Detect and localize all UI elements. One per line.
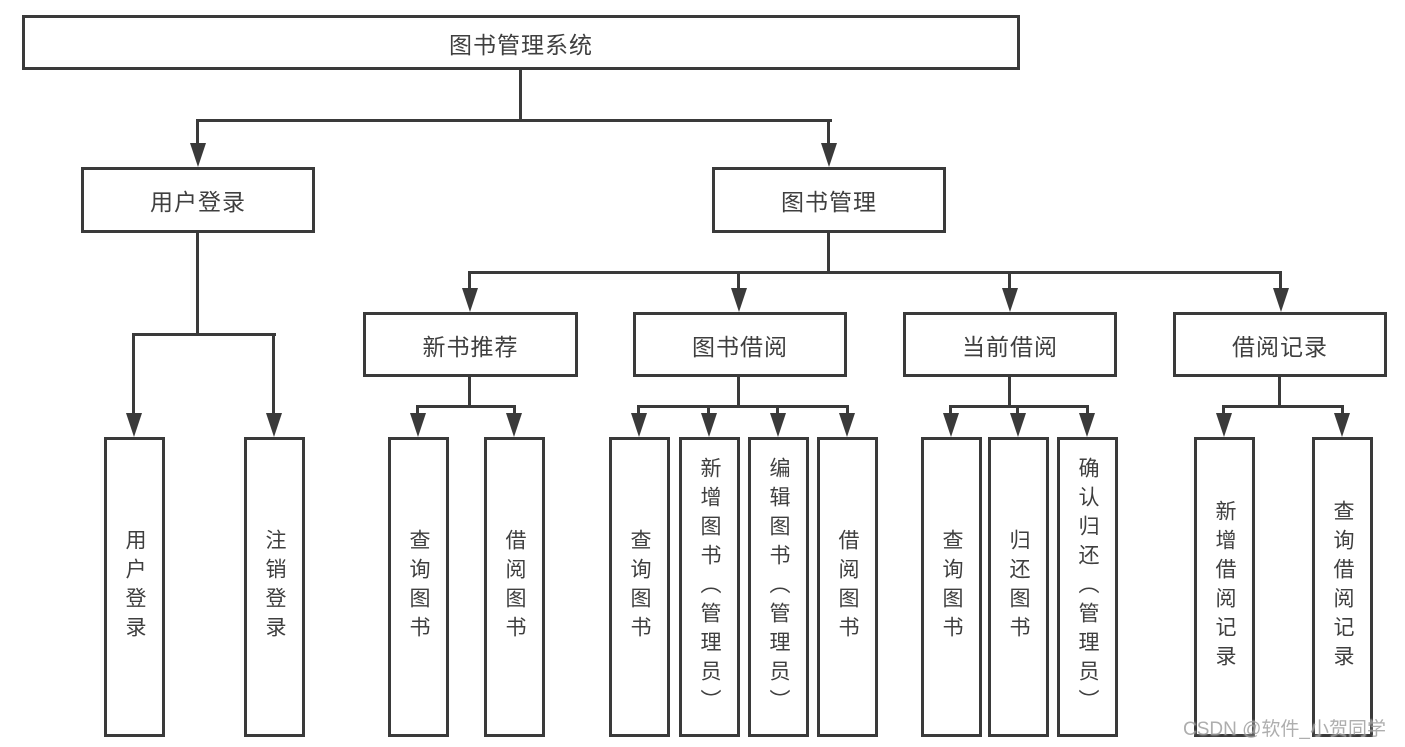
connector-bookborrow-drop-2 [707, 405, 710, 416]
connector-current-drop-3 [1086, 405, 1089, 416]
arrow-down-icon [943, 413, 959, 437]
connector-records-stem [1278, 377, 1281, 408]
leaf-current-confirm-admin: 确认归还（管理员） [1057, 437, 1118, 737]
node-user-login-label: 用户登录 [150, 189, 246, 215]
connector-login-drop-2 [272, 333, 275, 416]
connector-login-stem [196, 233, 199, 335]
csdn-watermark: CSDN @软件_小贺同学 [1183, 719, 1386, 740]
leaf-borrow-query-label: 查询图书 [628, 529, 651, 645]
arrow-down-icon [190, 143, 206, 167]
node-book-management-label: 图书管理 [781, 189, 877, 215]
connector-bookborrow-drop-4 [846, 405, 849, 416]
arrow-down-icon [731, 288, 747, 312]
arrow-down-icon [631, 413, 647, 437]
connector-current-drop-2 [1016, 405, 1019, 416]
arrow-down-icon [126, 413, 142, 437]
leaf-user-login-label: 用户登录 [123, 529, 146, 645]
leaf-newbooks-query-label: 查询图书 [407, 529, 430, 645]
connector-mgmt-stem [827, 233, 830, 274]
node-library-system-label: 图书管理系统 [449, 31, 593, 58]
leaf-logout-label: 注销登录 [263, 529, 286, 645]
connector-newbooks-bar [416, 405, 516, 408]
connector-current-bar [949, 405, 1089, 408]
connector-mgmt-drop-2 [737, 271, 740, 290]
arrow-down-icon [1002, 288, 1018, 312]
leaf-borrow-query: 查询图书 [609, 437, 670, 737]
connector-bookborrow-drop-1 [637, 405, 640, 416]
connector-records-bar [1222, 405, 1344, 408]
arrow-down-icon [462, 288, 478, 312]
connector-bookborrow-stem [737, 377, 740, 408]
leaf-newbooks-query: 查询图书 [388, 437, 449, 737]
leaf-borrow-add-admin-label: 新增图书（管理员） [698, 456, 721, 718]
leaf-current-return-label: 归还图书 [1007, 529, 1030, 645]
connector-root-left-drop [196, 119, 199, 146]
connector-root-bar [196, 119, 832, 122]
arrow-down-icon [1273, 288, 1289, 312]
connector-mgmt-drop-1 [468, 271, 471, 290]
node-book-borrow-label: 图书借阅 [692, 333, 788, 360]
node-new-book-recommend: 新书推荐 [363, 312, 578, 377]
leaf-current-return: 归还图书 [988, 437, 1049, 737]
leaf-newbooks-borrow-label: 借阅图书 [503, 529, 526, 645]
connector-newbooks-drop-2 [513, 405, 516, 416]
node-borrow-records: 借阅记录 [1173, 312, 1387, 377]
leaf-records-add: 新增借阅记录 [1194, 437, 1255, 737]
leaf-borrow-edit-admin: 编辑图书（管理员） [748, 437, 809, 737]
arrow-down-icon [821, 143, 837, 167]
node-current-borrow-label: 当前借阅 [962, 333, 1058, 360]
arrow-down-icon [701, 413, 717, 437]
leaf-current-confirm-admin-label: 确认归还（管理员） [1076, 456, 1099, 718]
connector-mgmt-drop-4 [1279, 271, 1282, 290]
node-new-book-recommend-label: 新书推荐 [422, 333, 519, 360]
connector-login-bar [132, 333, 276, 336]
connector-mgmt-bar [468, 271, 1282, 274]
connector-newbooks-drop-1 [416, 405, 419, 416]
node-user-login: 用户登录 [81, 167, 315, 233]
leaf-records-query-label: 查询借阅记录 [1331, 500, 1354, 674]
node-current-borrow: 当前借阅 [903, 312, 1117, 377]
leaf-current-query-label: 查询图书 [940, 529, 963, 645]
connector-current-drop-1 [949, 405, 952, 416]
leaf-records-add-label: 新增借阅记录 [1213, 500, 1236, 674]
arrow-down-icon [1079, 413, 1095, 437]
arrow-down-icon [770, 413, 786, 437]
connector-records-drop-1 [1222, 405, 1225, 416]
leaf-borrow-book-label: 借阅图书 [836, 529, 859, 645]
leaf-user-login: 用户登录 [104, 437, 165, 737]
arrow-down-icon [839, 413, 855, 437]
connector-login-drop-1 [132, 333, 135, 416]
arrow-down-icon [1216, 413, 1232, 437]
leaf-borrow-book: 借阅图书 [817, 437, 878, 737]
arrow-down-icon [1334, 413, 1350, 437]
connector-root-right-drop [827, 119, 830, 146]
connector-root-stem [519, 70, 522, 121]
arrow-down-icon [506, 413, 522, 437]
node-book-borrow: 图书借阅 [633, 312, 847, 377]
arrow-down-icon [266, 413, 282, 437]
connector-records-drop-2 [1341, 405, 1344, 416]
arrow-down-icon [410, 413, 426, 437]
arrow-down-icon [1010, 413, 1026, 437]
node-borrow-records-label: 借阅记录 [1232, 333, 1328, 360]
leaf-records-query: 查询借阅记录 [1312, 437, 1373, 737]
leaf-logout: 注销登录 [244, 437, 305, 737]
connector-bookborrow-drop-3 [776, 405, 779, 416]
leaf-borrow-add-admin: 新增图书（管理员） [679, 437, 740, 737]
node-library-system: 图书管理系统 [22, 15, 1020, 70]
leaf-current-query: 查询图书 [921, 437, 982, 737]
connector-mgmt-drop-3 [1008, 271, 1011, 290]
node-book-management: 图书管理 [712, 167, 946, 233]
connector-bookborrow-bar [637, 405, 849, 408]
connector-current-stem [1008, 377, 1011, 408]
connector-newbooks-stem [468, 377, 471, 408]
leaf-newbooks-borrow: 借阅图书 [484, 437, 545, 737]
leaf-borrow-edit-admin-label: 编辑图书（管理员） [767, 456, 790, 718]
